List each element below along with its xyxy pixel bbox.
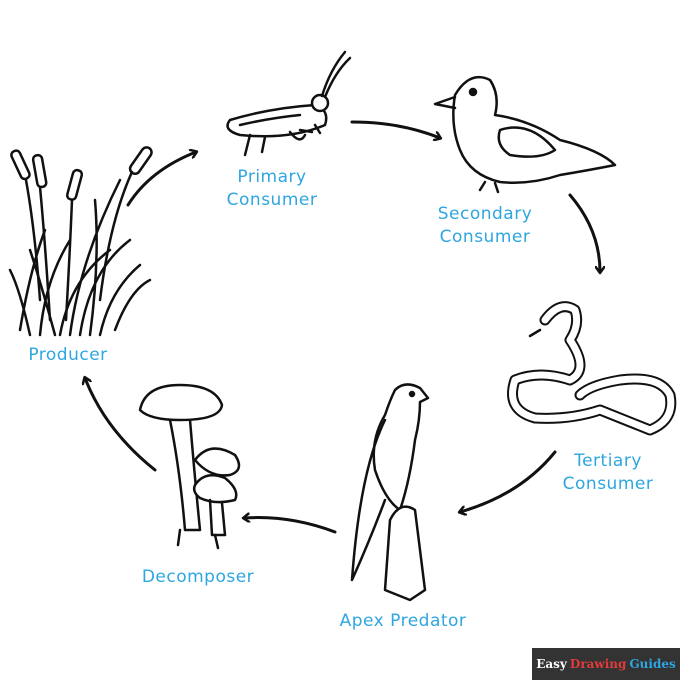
label-line: Secondary — [437, 204, 533, 224]
label-producer: Producer — [28, 345, 108, 365]
bird-illustration — [433, 75, 617, 194]
label-tertiary-consumer: Tertiary Consumer — [563, 450, 654, 496]
mushroom-illustration — [138, 383, 241, 550]
label-decomposer: Decomposer — [141, 567, 255, 587]
label-secondary-consumer: Secondary Consumer — [438, 203, 533, 249]
label-line: Consumer — [226, 190, 318, 210]
arrow-primary-to-secondary — [350, 120, 440, 138]
hawk-illustration — [350, 383, 430, 602]
label-line: Consumer — [439, 227, 531, 247]
cricket-illustration — [226, 50, 352, 157]
arrow-producer-to-primary — [126, 152, 196, 207]
arrow-tertiary-to-apex — [460, 450, 557, 512]
label-line: Consumer — [562, 474, 654, 494]
arrow-secondary-to-tertiary — [568, 193, 600, 272]
logo-guides: Guides — [629, 657, 676, 671]
label-line: Tertiary — [574, 451, 642, 471]
easy-drawing-guides-logo: Easy Drawing Guides — [532, 648, 680, 680]
logo-drawing: Drawing — [569, 657, 627, 671]
snake-illustration — [507, 301, 677, 436]
arrow-apex-to-decomposer — [244, 518, 337, 534]
label-apex-predator: Apex Predator — [339, 611, 467, 631]
label-primary-consumer: Primary Consumer — [227, 166, 318, 212]
logo-easy: Easy — [536, 657, 567, 671]
grass-cattail-illustration — [8, 146, 153, 337]
label-line: Primary — [237, 167, 307, 187]
arrow-decomposer-to-producer — [85, 378, 157, 472]
